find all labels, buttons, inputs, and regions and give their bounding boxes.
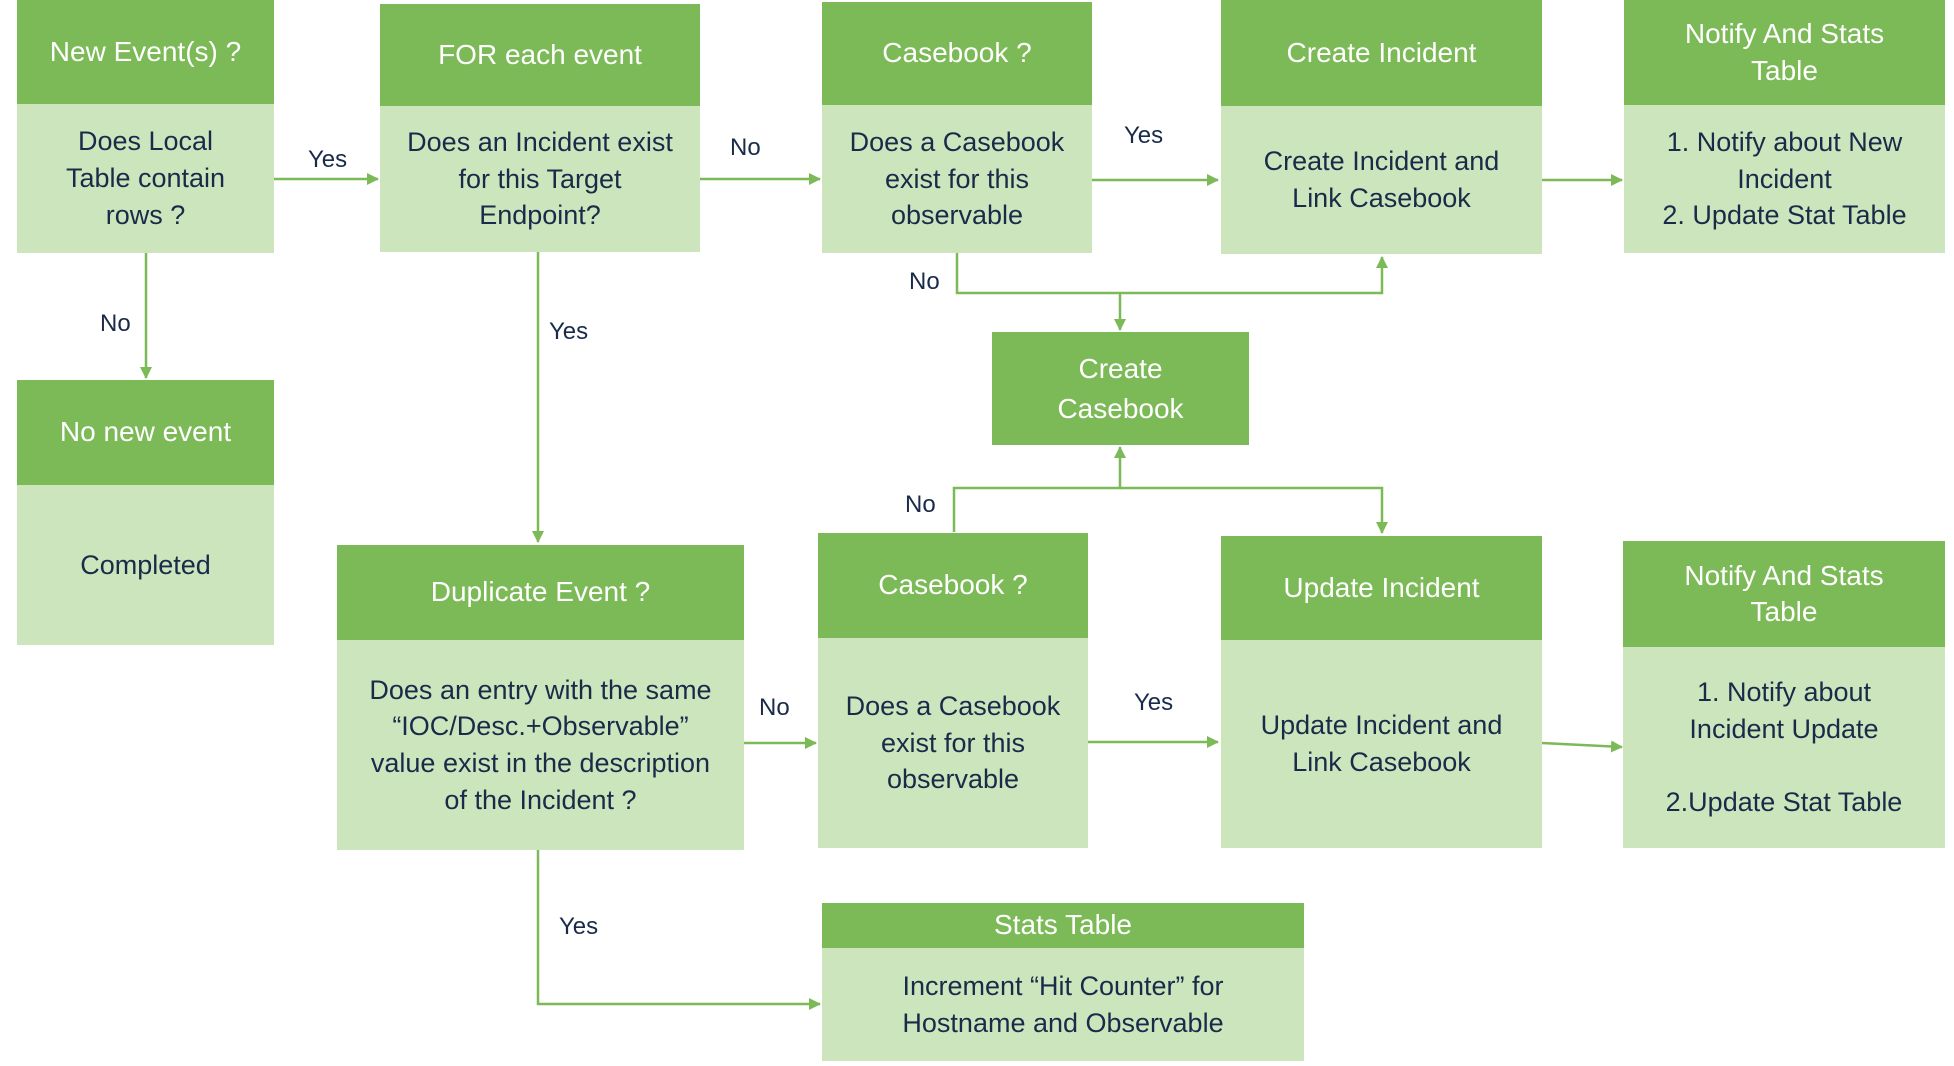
node-notify-stats-bottom: Notify And Stats Table 1. Notify about I… bbox=[1623, 541, 1945, 848]
node-new-events: New Event(s) ? Does Local Table contain … bbox=[17, 0, 274, 253]
node-title: Duplicate Event ? bbox=[337, 545, 744, 640]
node-body: Does a Casebook exist for this observabl… bbox=[822, 105, 1092, 253]
node-body: Does a Casebook exist for this observabl… bbox=[818, 638, 1088, 848]
edge-label-no: No bbox=[909, 268, 940, 295]
edge-update-to-notify bbox=[1541, 740, 1623, 753]
node-update-incident: Update Incident Update Incident and Link… bbox=[1221, 536, 1542, 848]
node-body: Completed bbox=[17, 485, 274, 645]
node-body: Does an entry with the same “IOC/Desc.+O… bbox=[337, 640, 744, 850]
node-title: No new event bbox=[17, 380, 274, 485]
edge-casebook-top-down bbox=[955, 253, 1388, 295]
node-casebook-bottom: Casebook ? Does a Casebook exist for thi… bbox=[818, 533, 1088, 848]
edge-label-no: No bbox=[759, 694, 790, 721]
edge-junction-to-update bbox=[1120, 486, 1388, 534]
edge-label-no: No bbox=[730, 134, 761, 161]
node-title: Casebook ? bbox=[818, 533, 1088, 638]
node-title: New Event(s) ? bbox=[17, 0, 274, 104]
node-title: Casebook ? bbox=[822, 2, 1092, 105]
edge-label-yes: Yes bbox=[1124, 122, 1164, 149]
node-title: Notify And Stats Table bbox=[1624, 0, 1945, 105]
node-title: Create Incident bbox=[1221, 0, 1542, 106]
node-notify-stats-top: Notify And Stats Table 1. Notify about N… bbox=[1624, 0, 1945, 253]
edge-label-yes: Yes bbox=[308, 146, 348, 173]
edge-label-yes: Yes bbox=[559, 913, 599, 940]
node-stats-table: Stats Table Increment “Hit Counter” for … bbox=[822, 903, 1304, 1061]
edge-casebook-bottom-up bbox=[952, 446, 1126, 532]
node-body: 1. Notify about Incident Update 2.Update… bbox=[1623, 647, 1945, 848]
edge-duplicate-to-stats bbox=[536, 850, 821, 1010]
node-title: Notify And Stats Table bbox=[1623, 541, 1945, 647]
edge-label-no: No bbox=[905, 491, 936, 518]
node-body: Update Incident and Link Casebook bbox=[1221, 640, 1542, 848]
node-for-each-event: FOR each event Does an Incident exist fo… bbox=[380, 4, 700, 252]
node-body: Does an Incident exist for this Target E… bbox=[380, 106, 700, 252]
edge-label-no: No bbox=[100, 310, 131, 337]
node-body: Does Local Table contain rows ? bbox=[17, 104, 274, 253]
node-title: Create Casebook bbox=[992, 332, 1249, 445]
edge-label-yes: Yes bbox=[1134, 689, 1174, 716]
node-create-casebook: Create Casebook bbox=[992, 332, 1249, 445]
node-title: Stats Table bbox=[822, 903, 1304, 948]
node-no-new-event: No new event Completed bbox=[17, 380, 274, 645]
node-duplicate-event: Duplicate Event ? Does an entry with the… bbox=[337, 545, 744, 850]
node-casebook-top: Casebook ? Does a Casebook exist for thi… bbox=[822, 2, 1092, 253]
node-body: Increment “Hit Counter” for Hostname and… bbox=[822, 948, 1304, 1061]
node-title: FOR each event bbox=[380, 4, 700, 106]
node-body: Create Incident and Link Casebook bbox=[1221, 106, 1542, 254]
node-body: 1. Notify about New Incident 2. Update S… bbox=[1624, 105, 1945, 253]
node-create-incident: Create Incident Create Incident and Link… bbox=[1221, 0, 1542, 254]
edge-label-yes: Yes bbox=[549, 318, 589, 345]
node-title: Update Incident bbox=[1221, 536, 1542, 640]
